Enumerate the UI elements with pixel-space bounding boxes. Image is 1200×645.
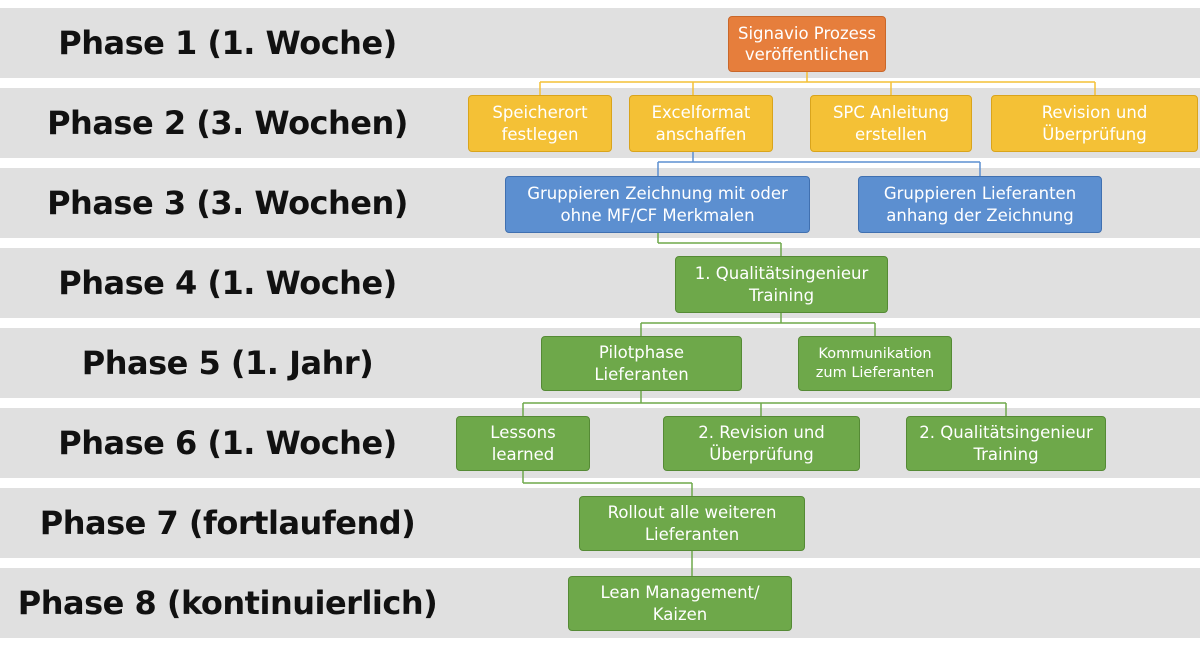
node-excelformat: Excelformat anschaffen — [629, 95, 773, 152]
phase-label-2: Phase 2 (3. Wochen) — [47, 104, 408, 142]
node-spc-anleitung: SPC Anleitung erstellen — [810, 95, 972, 152]
node-signavio-prozess: Signavio Prozess veröffentlichen — [728, 16, 886, 72]
phase-label-1: Phase 1 (1. Woche) — [58, 24, 397, 62]
phase-label-8: Phase 8 (kontinuierlich) — [17, 584, 438, 622]
phase-band-1 — [0, 8, 1200, 78]
connector-phase6-phase7 — [522, 471, 693, 496]
phase-label-5: Phase 5 (1. Jahr) — [81, 344, 374, 382]
node-kommunikation: Kommunikation zum Lieferanten — [798, 336, 952, 391]
node-lessons-learned: Lessons learned — [456, 416, 590, 471]
phase-band-4 — [0, 248, 1200, 318]
phase-label-7: Phase 7 (fortlaufend) — [39, 504, 416, 542]
node-lean-management: Lean Management/ Kaizen — [568, 576, 792, 631]
node-revision-ueberpruefung-1: Revision und Überprüfung — [991, 95, 1198, 152]
connector-phase2-phase3 — [657, 152, 981, 176]
node-revision-ueberpruefung-2: 2. Revision und Überprüfung — [663, 416, 860, 471]
node-gruppieren-zeichnung: Gruppieren Zeichnung mit oder ohne MF/CF… — [505, 176, 810, 233]
connector-phase3-phase4 — [657, 233, 782, 256]
node-qualitaetsingenieur-training-2: 2. Qualitätsingenieur Training — [906, 416, 1106, 471]
connector-phase1-phase2 — [539, 72, 1096, 95]
node-speicherort: Speicherort festlegen — [468, 95, 612, 152]
node-qualitaetsingenieur-training-1: 1. Qualitätsingenieur Training — [675, 256, 888, 313]
phase-label-6: Phase 6 (1. Woche) — [58, 424, 397, 462]
connector-phase4-phase5 — [640, 313, 876, 336]
node-rollout: Rollout alle weiteren Lieferanten — [579, 496, 805, 551]
node-gruppieren-lieferanten: Gruppieren Lieferanten anhang der Zeichn… — [858, 176, 1102, 233]
node-pilotphase: Pilotphase Lieferanten — [541, 336, 742, 391]
phase-label-4: Phase 4 (1. Woche) — [58, 264, 397, 302]
connector-phase5-phase6 — [522, 391, 1007, 416]
phase-label-3: Phase 3 (3. Wochen) — [47, 184, 408, 222]
